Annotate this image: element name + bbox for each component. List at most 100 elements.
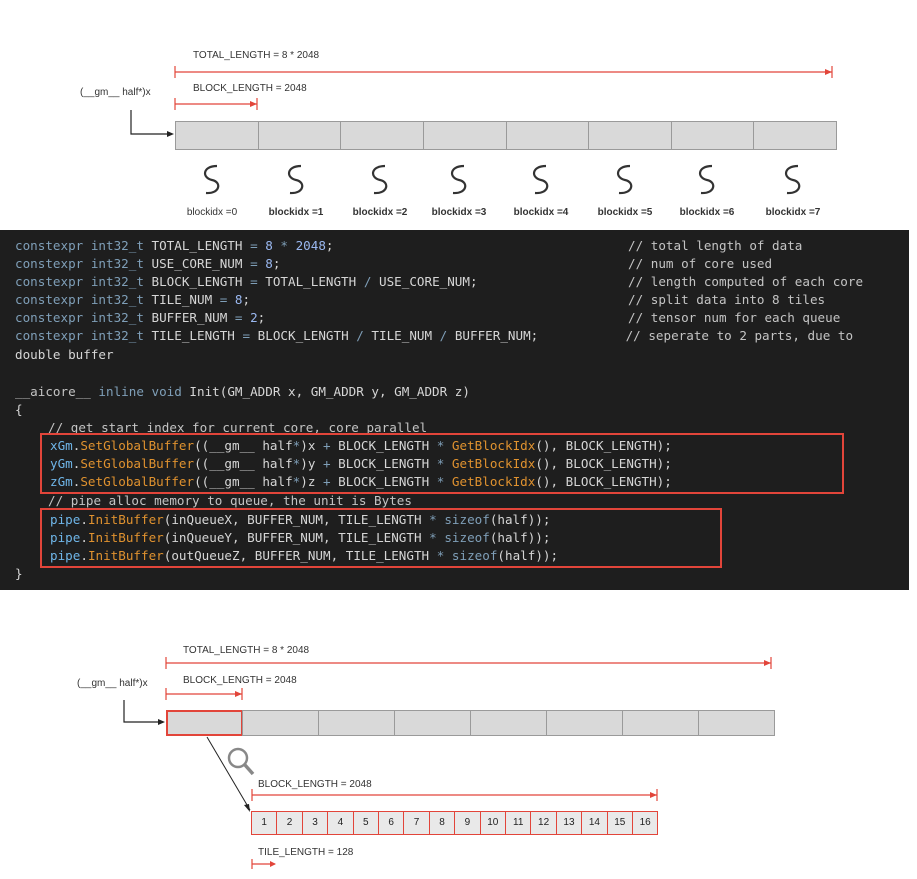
wrap-line: double buffer xyxy=(15,347,114,362)
pipe-var: pipe xyxy=(50,548,81,563)
tile-cell: 3 xyxy=(301,811,329,835)
core-squiggles xyxy=(204,164,801,195)
highlighted-block xyxy=(166,710,243,736)
comment-pipe-alloc: // pipe alloc memory to queue, the unit … xyxy=(48,493,412,508)
const-comment: // split data into 8 tiles xyxy=(628,292,826,307)
dot: . xyxy=(72,438,81,453)
sizeof-keyword: sizeof xyxy=(444,548,498,563)
method-name: InitBuffer xyxy=(87,512,164,527)
bottom-pointer-head xyxy=(158,719,165,725)
tile-cell: 6 xyxy=(378,811,405,835)
args: )x xyxy=(300,438,323,453)
semicolon: ; xyxy=(257,310,266,325)
args: BLOCK_LENGTH xyxy=(330,456,437,471)
memory-block xyxy=(470,710,547,736)
operator: + xyxy=(323,438,331,453)
blockidx-label: blockidx =7 xyxy=(765,207,821,218)
tile-cell: 11 xyxy=(505,811,532,835)
operator: / xyxy=(439,328,448,343)
operator: * xyxy=(280,238,288,253)
operator: + xyxy=(323,474,331,489)
dot: . xyxy=(80,530,88,545)
operator: / xyxy=(356,328,364,343)
method-name: SetGlobalBuffer xyxy=(80,456,195,471)
func-inline: inline void xyxy=(90,384,190,399)
tile-cell: 14 xyxy=(581,811,608,835)
open-brace: { xyxy=(15,402,23,417)
tile-cell: 1 xyxy=(251,811,278,835)
const-line: constexpr int32_t BLOCK_LENGTH = TOTAL_L… xyxy=(15,273,478,291)
value: BUFFER_NUM xyxy=(447,328,531,343)
tensor-var: zGm xyxy=(50,474,73,489)
core-squiggle xyxy=(785,164,801,195)
tile-cell: 7 xyxy=(403,811,430,835)
memory-block xyxy=(340,121,424,150)
const-line: constexpr int32_t BUFFER_NUM = 2; xyxy=(15,309,265,327)
comment-core-parallel: // get start index for current core, cor… xyxy=(48,420,428,435)
tile-cell: 8 xyxy=(428,811,456,835)
semicolon: ; xyxy=(469,274,478,289)
tensor-var: yGm xyxy=(50,456,73,471)
args: (), BLOCK_LENGTH); xyxy=(535,438,672,453)
value: 8 xyxy=(257,256,273,271)
memory-block xyxy=(242,710,319,736)
const-comment: // length computed of each core xyxy=(628,274,864,289)
tile-arrow-head xyxy=(270,861,276,867)
tile-cell: 15 xyxy=(606,811,633,835)
operator: / xyxy=(363,274,372,289)
value: 2048 xyxy=(288,238,326,253)
const-name: USE_CORE_NUM xyxy=(143,256,251,271)
args: ((__gm__ half xyxy=(194,438,293,453)
core-squiggle xyxy=(533,164,549,195)
args: ((__gm__ half xyxy=(194,456,293,471)
core-squiggle xyxy=(372,164,388,195)
const-line: constexpr int32_t USE_CORE_NUM = 8; xyxy=(15,255,280,273)
value: BLOCK_LENGTH xyxy=(250,328,357,343)
operator: = xyxy=(250,274,258,289)
set-buffer-line: xGm.SetGlobalBuffer((__gm__ half*)x + BL… xyxy=(50,437,672,455)
pointer-arrow-head xyxy=(167,131,174,137)
zoom-line xyxy=(206,736,251,811)
args: (half)); xyxy=(497,548,559,563)
operator: * xyxy=(436,456,445,471)
pipe-var: pipe xyxy=(50,512,81,527)
operator: = xyxy=(242,328,251,343)
set-buffer-line: yGm.SetGlobalBuffer((__gm__ half*)y + BL… xyxy=(50,455,672,473)
operator: = xyxy=(250,256,258,271)
operator: = xyxy=(234,310,243,325)
const-comment: // seperate to 2 parts, due to xyxy=(618,328,854,343)
initbuffer-highlight xyxy=(40,508,722,568)
tile-cell: 16 xyxy=(632,811,659,835)
total-arrow-head xyxy=(825,69,832,75)
method-name: GetBlockIdx xyxy=(444,474,536,489)
operator: * xyxy=(436,548,445,563)
method-name: InitBuffer xyxy=(87,548,164,563)
pointer-label: (__gm__ half*)x xyxy=(80,87,151,98)
pipe-var: pipe xyxy=(50,530,81,545)
bottom-block-head xyxy=(235,691,242,697)
args: (inQueueX, BUFFER_NUM, TILE_LENGTH xyxy=(163,512,430,527)
const-name: TILE_NUM xyxy=(143,292,220,307)
operator: = xyxy=(250,238,258,253)
args: (half)); xyxy=(489,512,551,527)
tile-cell: 9 xyxy=(454,811,481,835)
method-name: InitBuffer xyxy=(87,530,164,545)
args: (half)); xyxy=(489,530,551,545)
dot: . xyxy=(72,474,81,489)
operator: * xyxy=(429,530,437,545)
tile-cell: 12 xyxy=(530,811,557,835)
blockidx-label: blockidx =2 xyxy=(352,207,408,218)
args: )z xyxy=(300,474,323,489)
method-name: GetBlockIdx xyxy=(444,438,536,453)
keyword: constexpr int32_t xyxy=(15,328,144,343)
const-comment: // total length of data xyxy=(628,238,803,253)
core-squiggle xyxy=(204,164,220,195)
zoom-line-head xyxy=(244,804,250,812)
operator: * xyxy=(292,474,301,489)
value: USE_CORE_NUM xyxy=(371,274,470,289)
args: (inQueueY, BUFFER_NUM, TILE_LENGTH xyxy=(163,530,430,545)
memory-block xyxy=(546,710,623,736)
operator: * xyxy=(436,474,445,489)
func-prefix: __aicore__ xyxy=(15,384,91,399)
